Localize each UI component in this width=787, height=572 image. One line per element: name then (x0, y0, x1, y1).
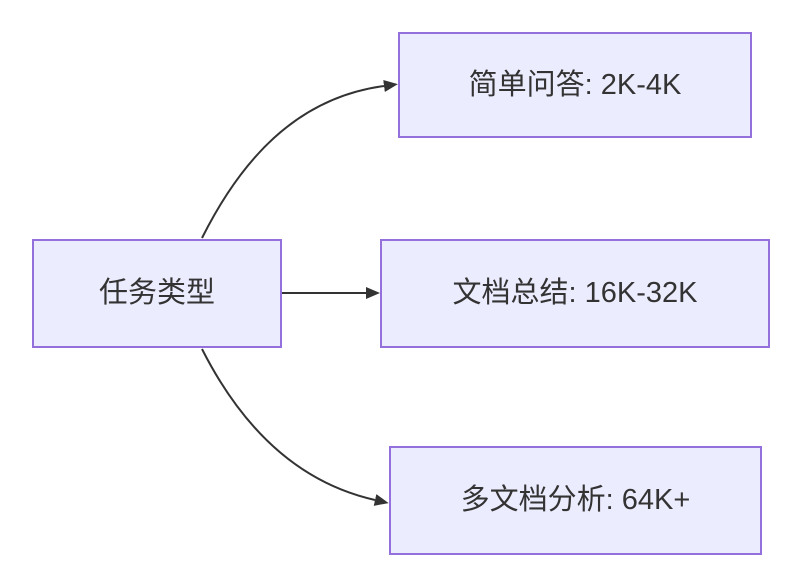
node-simple-qa-label: 简单问答: 2K-4K (468, 68, 682, 101)
node-multi-doc-analysis: 多文档分析: 64K+ (389, 446, 762, 555)
node-doc-summary: 文档总结: 16K-32K (380, 239, 770, 348)
edge-task-type-to-simple-qa (201, 80, 398, 239)
node-simple-qa: 简单问答: 2K-4K (398, 32, 752, 138)
node-task-type-label: 任务类型 (98, 277, 215, 310)
node-doc-summary-label: 文档总结: 16K-32K (452, 277, 698, 310)
node-task-type: 任务类型 (32, 239, 282, 348)
node-multi-doc-analysis-label: 多文档分析: 64K+ (460, 484, 691, 517)
edge-task-type-to-multi-doc (201, 348, 389, 506)
